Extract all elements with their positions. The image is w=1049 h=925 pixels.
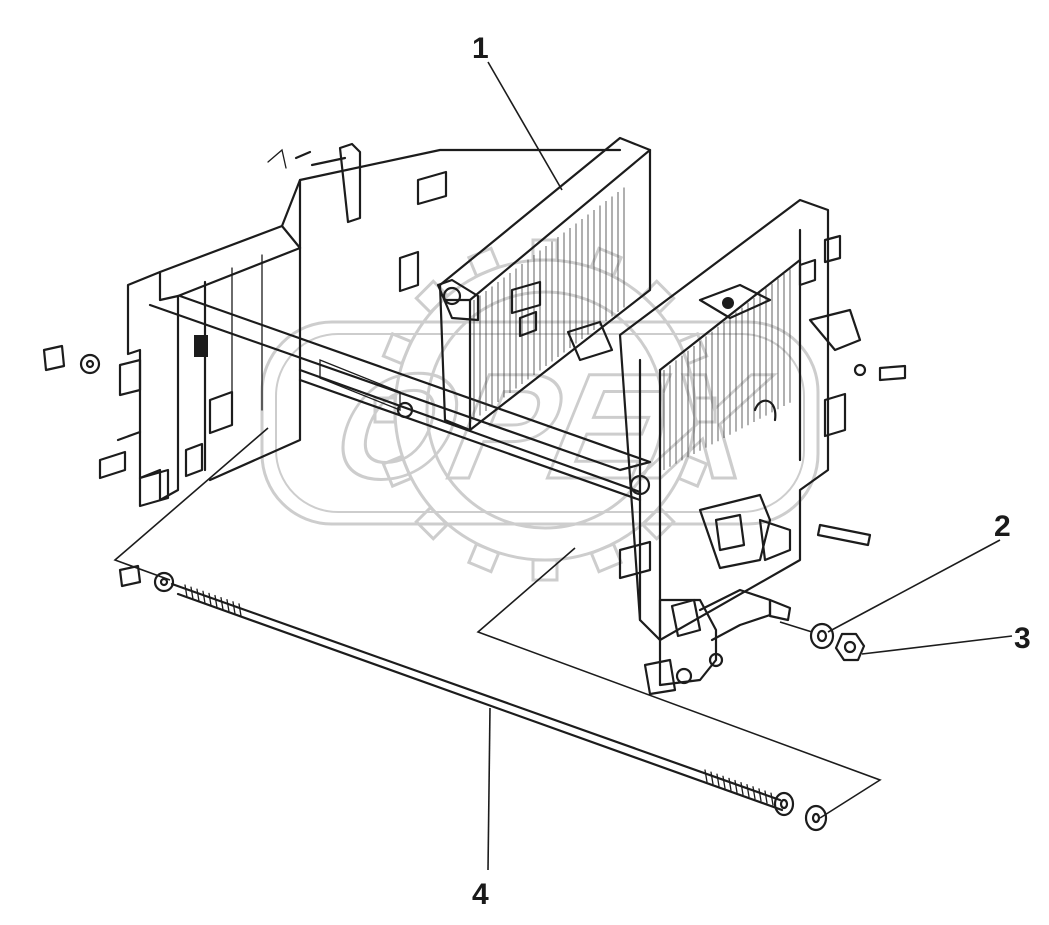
leader-line-3: [861, 635, 1013, 655]
leader-line-2: [827, 539, 1001, 633]
left-hardware: [42, 344, 101, 375]
callout-2: 2: [994, 510, 1011, 543]
exploded-guide-lines: [113, 427, 882, 819]
frame-assembly: [98, 136, 907, 696]
leader-line-1: [487, 61, 563, 191]
rod-thread-left: [184, 584, 242, 617]
leader-lines: [487, 61, 1013, 871]
nut-part-3: [834, 632, 866, 662]
washer-part-2: [809, 622, 835, 650]
callout-1: 1: [472, 32, 489, 65]
callout-3: 3: [1014, 622, 1031, 655]
rod-assembly: [118, 564, 828, 832]
rod-thread-right: [704, 769, 774, 806]
watermark-gear-icon: [373, 238, 717, 582]
leader-line-4: [487, 707, 491, 871]
callout-4: 4: [472, 878, 489, 911]
right-frame-hatching: [663, 269, 791, 470]
